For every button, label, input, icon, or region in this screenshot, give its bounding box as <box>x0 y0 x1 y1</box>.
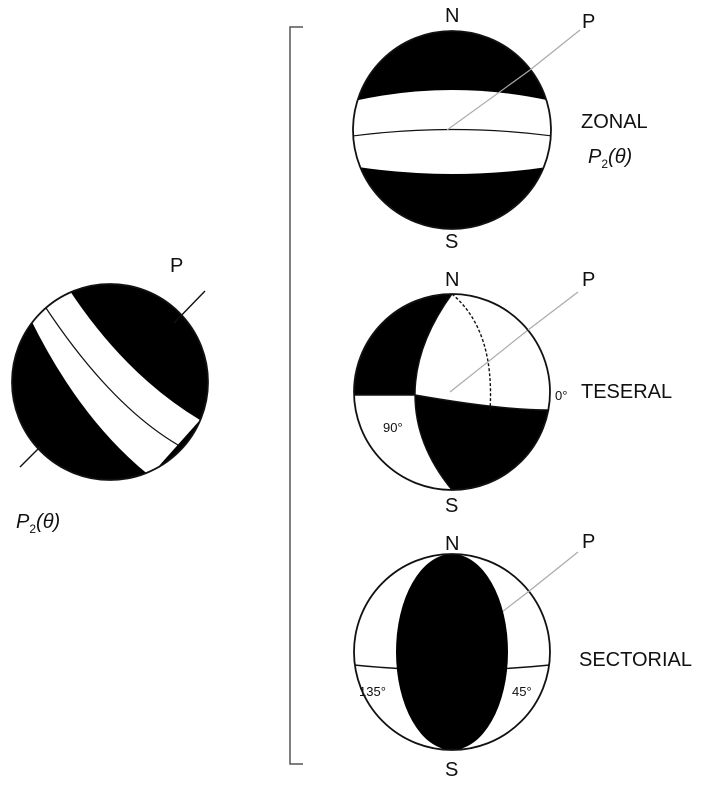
sectorial-sphere <box>354 552 578 750</box>
sectorial-black-lobe <box>396 554 508 750</box>
left-axis-label: P <box>170 255 183 277</box>
sectorial-name: SECTORIAL <box>579 649 692 671</box>
left-caption: P2(θ) <box>16 511 60 536</box>
teseral-south-label: S <box>445 495 458 517</box>
teseral-name: TESERAL <box>581 381 672 403</box>
zonal-white-band <box>345 90 560 174</box>
sectorial-axis-outer <box>528 552 578 592</box>
sectorial-angle-45: 45° <box>512 684 532 699</box>
teseral-axis-outer <box>528 292 578 330</box>
sectorial-axis-label: P <box>582 531 595 553</box>
sectorial-angle-135: 135° <box>359 684 386 699</box>
zonal-south-label: S <box>445 231 458 253</box>
sectorial-north-label: N <box>445 533 459 555</box>
sectorial-south-label: S <box>445 759 458 781</box>
left-tilted-sphere <box>0 270 230 500</box>
teseral-angle-90: 90° <box>383 420 403 435</box>
zonal-axis-label: P <box>582 11 595 33</box>
left-axis-bottom <box>20 447 40 467</box>
bracket <box>290 27 303 764</box>
zonal-axis-outer <box>530 30 580 70</box>
zonal-sphere <box>345 25 580 235</box>
teseral-north-label: N <box>445 269 459 291</box>
zonal-name: ZONAL <box>581 111 648 133</box>
teseral-axis-inner <box>450 330 528 392</box>
teseral-hidden-meridian <box>452 294 491 410</box>
zonal-north-label: N <box>445 5 459 27</box>
left-axis-top <box>174 291 205 323</box>
zonal-caption: P2(θ) <box>588 146 632 171</box>
teseral-angle-0: 0° <box>555 388 567 403</box>
teseral-sphere <box>345 292 578 490</box>
teseral-axis-label: P <box>582 269 595 291</box>
